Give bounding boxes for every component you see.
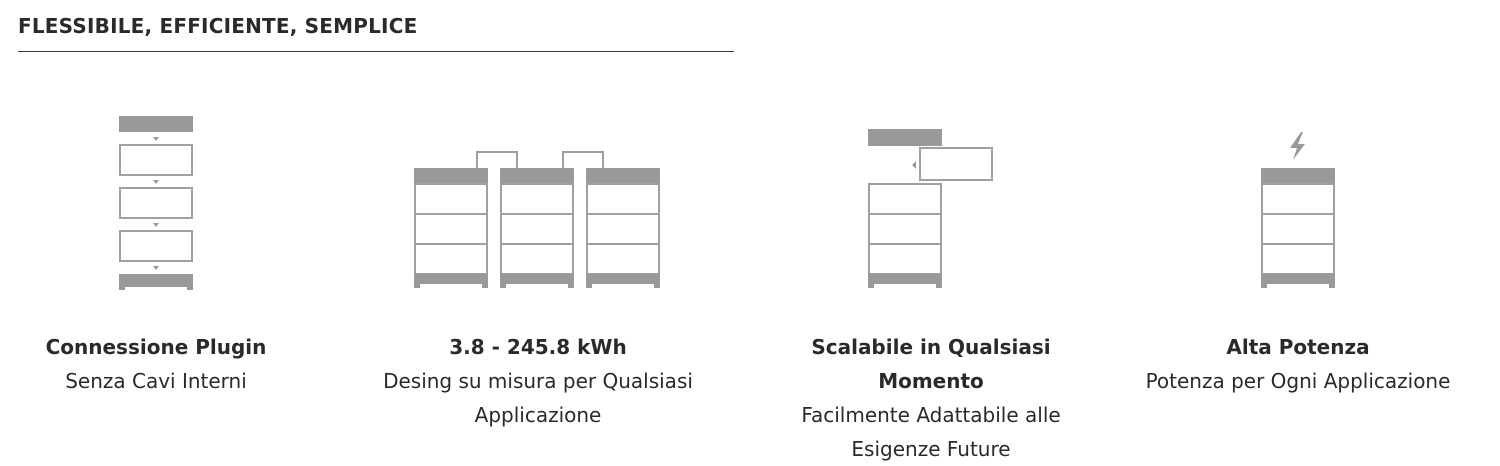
feature-plugin-connection: Connessione Plugin Senza Cavi Interni (18, 100, 294, 398)
feature-desc-line: Applicazione (474, 403, 602, 427)
feature-desc-line: Potenza per Ogni Applicazione (1145, 369, 1451, 393)
scalable-stack-icon (868, 129, 993, 288)
high-power-icon (1261, 132, 1335, 288)
feature-scalable: Scalabile in Qualsiasi Momento Facilment… (780, 100, 1082, 466)
feature-desc-line: Esigenze Future (851, 437, 1011, 461)
feature-desc-line: Senza Cavi Interni (65, 369, 247, 393)
battery-towers-icon (414, 151, 660, 288)
feature-desc-line: Facilmente Adattabile alle (801, 403, 1061, 427)
feature-title: 3.8 - 245.8 kWh (449, 335, 627, 359)
title-divider (18, 51, 734, 52)
section-title: FLESSIBILE, EFFICIENTE, SEMPLICE (18, 14, 418, 38)
feature-title: Momento (878, 369, 984, 393)
feature-title: Scalabile in Qualsiasi (811, 335, 1051, 359)
lightning-icon (1290, 132, 1305, 160)
feature-title: Connessione Plugin (45, 335, 267, 359)
feature-desc-line: Desing su misura per Qualsiasi (383, 369, 693, 393)
feature-capacity: 3.8 - 245.8 kWh Desing su misura per Qua… (368, 100, 708, 432)
feature-title: Alta Potenza (1226, 335, 1370, 359)
feature-high-power: Alta Potenza Potenza per Ogni Applicazio… (1128, 100, 1468, 398)
stack-plugin-icon (119, 116, 193, 290)
